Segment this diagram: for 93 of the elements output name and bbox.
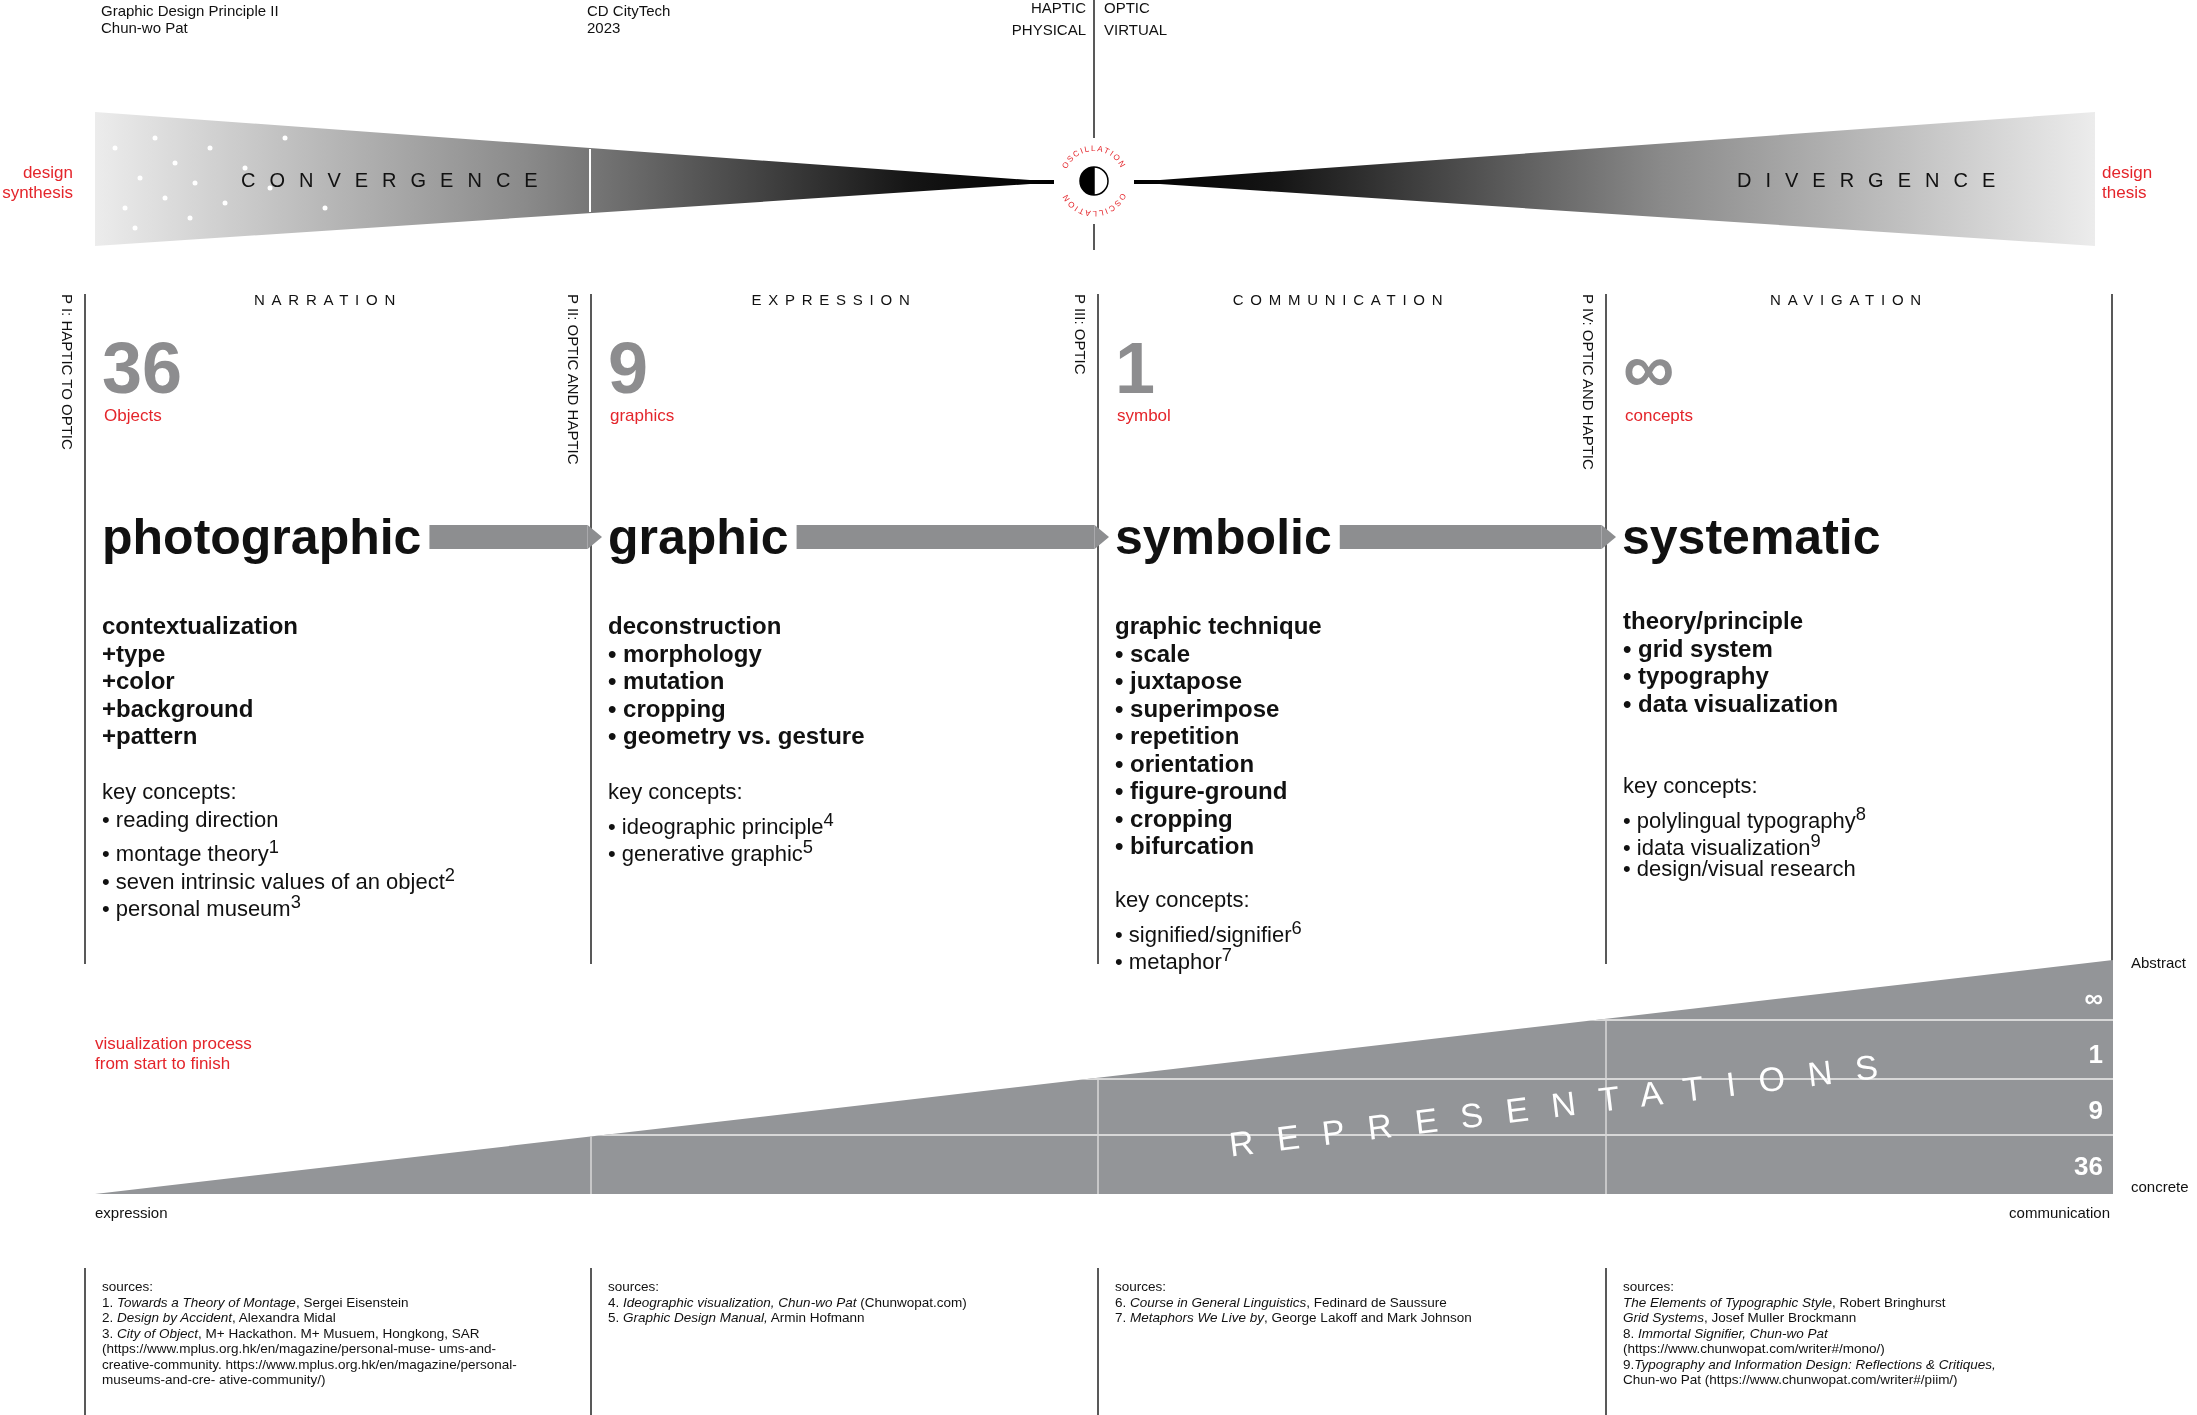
technique-item: • morphology: [608, 639, 762, 667]
count-caption: symbol: [1117, 406, 1171, 426]
concept-item: • reading direction: [102, 806, 279, 833]
source-entry: 7. Metaphors We Live by, George Lakoff and Mark Johnson: [1115, 1310, 1473, 1326]
technique-item: +type: [102, 639, 166, 667]
technique-heading: graphic technique: [1115, 612, 1322, 639]
side-note: design synthesis: [1, 163, 73, 203]
column-heading: NAVIGATION: [1770, 291, 1928, 309]
stage-title: systematic: [1622, 507, 1881, 567]
source-entry: 5. Graphic Design Manual, Armin Hofmann: [608, 1310, 866, 1326]
sources-heading: sources:: [608, 1279, 661, 1295]
technique-item: • geometry vs. gesture: [608, 722, 865, 749]
axis-label: OPTIC: [1104, 0, 1150, 17]
axis-label: Abstract: [2131, 954, 2187, 972]
principle-label: P IV: OPTIC AND HAPTIC: [1580, 294, 1597, 470]
scale-number: ∞: [2084, 983, 2103, 1013]
technique-item: • superimpose: [1115, 694, 1280, 722]
source-entry: Grid Systems, Josef Muller Brockmann: [1623, 1310, 1858, 1326]
side-note: design thesis: [2102, 163, 2154, 203]
stage-title: photographic: [102, 507, 422, 567]
header-text: CD CityTech: [587, 2, 671, 20]
sources-heading: sources:: [102, 1279, 155, 1295]
header-text: Chun-wo Pat: [101, 19, 188, 37]
technique-item: +background: [102, 694, 254, 722]
axis-label: VIRTUAL: [1104, 21, 1168, 39]
technique-item: • figure-ground: [1115, 777, 1288, 804]
axis-label: expression: [95, 1204, 168, 1222]
technique-item: • juxtapose: [1115, 667, 1243, 694]
column-heading: EXPRESSION: [751, 291, 917, 309]
key-concepts-heading: key concepts:: [608, 779, 743, 805]
principle-label: P III: OPTIC: [1072, 294, 1089, 375]
concept-item: • ideographic principle$^{4}$: [608, 807, 834, 840]
technique-item: +color: [102, 667, 175, 694]
sources-heading: sources:: [1623, 1279, 1676, 1295]
header-text: 2023: [587, 19, 621, 37]
technique-item: • typography: [1623, 662, 1769, 689]
source-entry: 9.Typography and Information Design: Reflections & Critiques, Chun-wo Pat (https://www.chunwopat.com/writer#/piim/): [1623, 1356, 1997, 1388]
sources-heading: sources:: [1115, 1279, 1168, 1295]
concept-item: • signified/signifier$^{6}$: [1115, 915, 1302, 948]
axis-label: HAPTIC: [1031, 0, 1086, 17]
count-number: 1: [1115, 330, 1156, 406]
column-heading: COMMUNICATION: [1232, 291, 1450, 309]
source-entry: 1. Towards a Theory of Montage, Sergei Eisenstein: [102, 1294, 410, 1310]
concept-item: • personal museum$^{3}$: [102, 890, 301, 923]
concept-item: • design/visual research: [1623, 855, 1856, 882]
scale-number: 9: [2088, 1095, 2103, 1125]
process-note: visualization process from start to finish: [95, 1034, 253, 1074]
axis-label: concrete: [2131, 1178, 2189, 1196]
key-concepts-heading: key concepts:: [102, 779, 237, 805]
block-arrow: [1339, 525, 1616, 549]
technique-item: • mutation: [608, 667, 725, 694]
source-entry: The Elements of Typographic Style, Robert Bringhurst: [1623, 1294, 1947, 1310]
count-caption: Objects: [104, 406, 162, 426]
block-arrow: [429, 525, 602, 549]
axis-label: communication: [2009, 1204, 2110, 1222]
principle-label: P I: HAPTIC TO OPTIC: [59, 294, 76, 450]
technique-item: • cropping: [608, 694, 726, 722]
technique-heading: theory/principle: [1623, 607, 1804, 634]
count-number: 36: [102, 330, 183, 406]
scale-number: 36: [2074, 1151, 2103, 1181]
technique-item: • grid system: [1623, 634, 1773, 662]
technique-item: • data visualization: [1623, 689, 1839, 717]
technique-item: • bifurcation: [1115, 832, 1255, 859]
band-label: CONVERGENCE: [241, 168, 552, 192]
axis-label: PHYSICAL: [1011, 21, 1086, 39]
key-concepts-heading: key concepts:: [1623, 773, 1758, 799]
count-caption: concepts: [1625, 406, 1694, 426]
source-entry: 2. Design by Accident, Alexandra Midal: [102, 1310, 337, 1326]
count-number: ∞: [1623, 330, 1675, 406]
header-text: Graphic Design Principle II: [101, 2, 279, 20]
source-entry: 8. Immortal Signifier, Chun-wo Pat (https://www.chunwopat.com/writer#/mono/): [1623, 1325, 1886, 1357]
stage-title: symbolic: [1115, 507, 1332, 567]
block-arrow: [796, 525, 1109, 549]
technique-heading: deconstruction: [608, 612, 782, 639]
technique-item: • cropping: [1115, 804, 1233, 832]
concept-item: • montage theory$^{1}$: [102, 835, 279, 868]
technique-item: • orientation: [1115, 749, 1255, 777]
column-heading: NARRATION: [254, 291, 402, 309]
count-caption: graphics: [610, 406, 675, 426]
technique-heading: contextualization: [102, 612, 299, 639]
concept-item: • polylingual typography$^{8}$: [1623, 801, 1866, 834]
stage-title: graphic: [608, 507, 789, 567]
source-entry: 3. City of Object, M+ Hackathon. M+ Musuem, Hongkong, SAR (https://www.mplus.org.hk/en/magazine/personal-muse- ums-and-creative-community. https://www.mplus.org.hk/en/magazine/personal-museums-and-cre- ative-community/): [102, 1325, 518, 1388]
principle-label: P II: OPTIC AND HAPTIC: [565, 294, 582, 465]
technique-item: +pattern: [102, 722, 198, 749]
count-number: 9: [608, 330, 649, 406]
source-entry: 4. Ideographic visualization, Chun-wo Pat (Chunwopat.com): [608, 1294, 968, 1310]
technique-item: • scale: [1115, 639, 1191, 667]
key-concepts-heading: key concepts:: [1115, 887, 1250, 913]
band-label: DIVERGENCE: [1737, 168, 2010, 192]
scale-number: 1: [2088, 1039, 2103, 1069]
source-entry: 6. Course in General Linguistics, Fedinard de Saussure: [1115, 1294, 1448, 1310]
technique-item: • repetition: [1115, 722, 1240, 749]
